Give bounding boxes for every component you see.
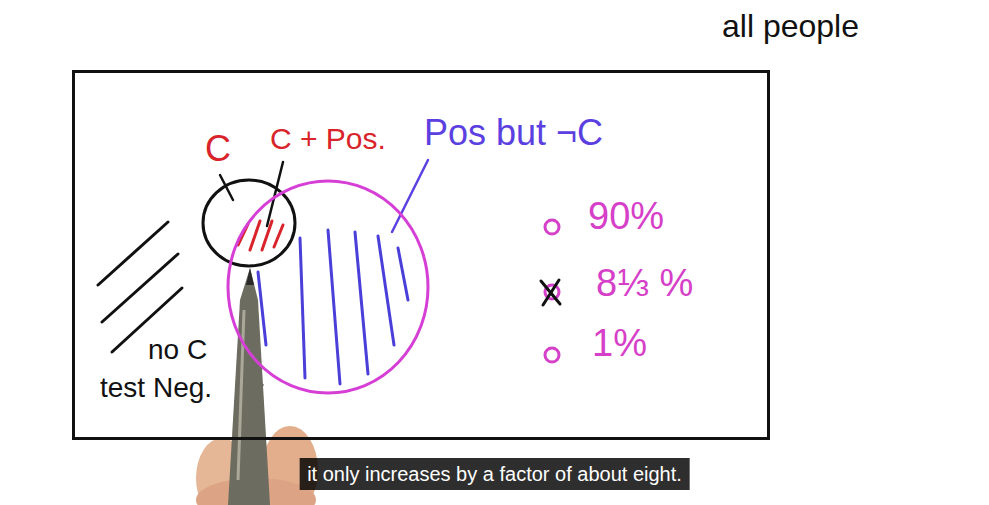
box-heading: all people [722,8,859,45]
region-label: C + Pos. [270,122,386,157]
c-pos-hatch [238,221,283,250]
outline-shape [228,181,428,393]
answer-option: 8⅓ % [596,262,693,306]
set-label: C [205,128,231,169]
cross-mark [541,280,560,305]
video-subtitle: it only increases by a factor of about e… [299,458,690,490]
answer-option: 1% [592,322,647,366]
outline-ellipse [228,181,428,393]
set-label: Pos but ¬C [424,112,603,153]
region-label: no C [148,334,207,366]
positive-ellipse: Pos but ¬C [228,181,428,393]
answer-option: 90% [588,195,664,239]
region-label: test Neg. [100,372,212,404]
